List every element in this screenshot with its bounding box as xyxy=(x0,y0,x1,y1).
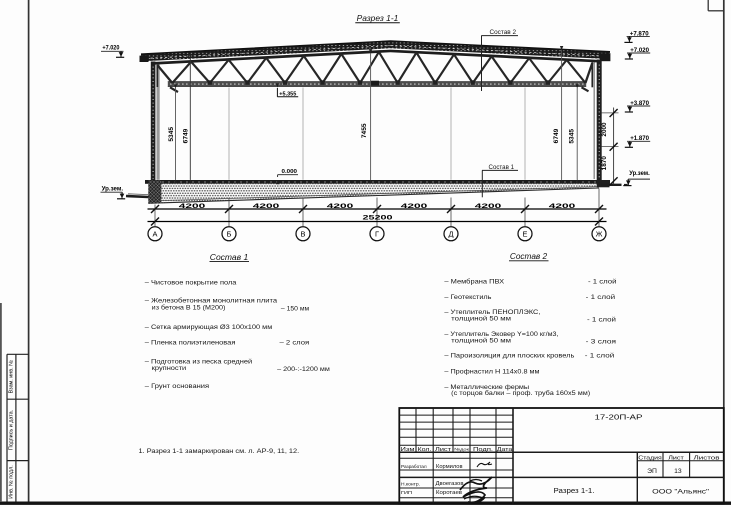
svg-text:4200: 4200 xyxy=(475,203,502,210)
svg-text:Подп.: Подп. xyxy=(473,447,493,453)
svg-text:- 1 слой: - 1 слой xyxy=(588,277,617,285)
svg-text:Инв. № подл.: Инв. № подл. xyxy=(9,465,15,499)
svg-text:– Железобетонная монолитная п: – Железобетонная монолитная плита xyxy=(145,297,278,305)
svg-text:- 1 слой: - 1 слой xyxy=(585,352,615,360)
svg-text:– 150 мм: – 150 мм xyxy=(281,306,310,313)
svg-text:1. Разрез 1-1 замаркирован см.: 1. Разрез 1-1 замаркирован см. л. АР-9, … xyxy=(139,448,300,455)
svg-text:- 1 слой: - 1 слой xyxy=(586,293,616,301)
svg-text:Двоегазов: Двоегазов xyxy=(436,481,464,487)
svg-text:– 2 слоя: – 2 слоя xyxy=(280,340,310,347)
svg-text:Состав 2: Состав 2 xyxy=(510,252,548,261)
svg-text:– Металлические фермы: – Металлические фермы xyxy=(444,384,529,391)
svg-text:В: В xyxy=(301,230,306,239)
svg-text:– Профнастил Н 114х0.8 мм: – Профнастил Н 114х0.8 мм xyxy=(444,368,540,375)
svg-text:– Мембрана ПВХ: – Мембрана ПВХ xyxy=(444,277,504,285)
svg-text:толщиной 50 мм: толщиной 50 мм xyxy=(451,336,511,344)
svg-text:Ж: Ж xyxy=(596,230,603,239)
svg-text:Состав 1: Состав 1 xyxy=(489,164,515,171)
svg-text:2000: 2000 xyxy=(601,122,608,137)
svg-text:Состав 2: Состав 2 xyxy=(490,29,517,36)
svg-text:4200: 4200 xyxy=(327,203,354,210)
svg-text:13: 13 xyxy=(674,468,682,475)
svg-text:4200: 4200 xyxy=(401,203,428,210)
svg-text:Лист: Лист xyxy=(435,447,452,453)
svg-text:Листов: Листов xyxy=(694,455,720,461)
svg-text:5345: 5345 xyxy=(168,127,175,142)
svg-text:Б: Б xyxy=(227,230,232,239)
svg-text:Состав 1: Состав 1 xyxy=(210,253,248,262)
svg-text:4200: 4200 xyxy=(253,203,280,210)
svg-text:А: А xyxy=(153,230,158,239)
svg-text:Дата: Дата xyxy=(497,447,513,453)
svg-text:– 200-:-1200 мм: – 200-:-1200 мм xyxy=(277,366,330,373)
svg-text:Коротаев: Коротаев xyxy=(436,490,462,496)
svg-text:– Грунт основания: – Грунт основания xyxy=(145,383,210,390)
svg-text:4200: 4200 xyxy=(549,203,576,210)
svg-text:4200: 4200 xyxy=(179,203,206,210)
svg-text:+7.870: +7.870 xyxy=(630,30,649,37)
svg-text:6749: 6749 xyxy=(553,128,560,143)
svg-text:25200: 25200 xyxy=(363,214,393,221)
svg-text:Е: Е xyxy=(523,230,528,239)
svg-text:+3.870: +3.870 xyxy=(630,100,649,107)
svg-text:Ур.зем.: Ур.зем. xyxy=(629,170,650,177)
svg-text:- 3 слоя: - 3 слоя xyxy=(586,339,617,346)
svg-text:крупности: крупности xyxy=(152,365,187,372)
svg-text:– Пленка полиэтиленовая: – Пленка полиэтиленовая xyxy=(145,340,236,347)
svg-text:– Геотекстиль: – Геотекстиль xyxy=(444,294,492,301)
svg-text:– Пароизоляция для плоских кро: – Пароизоляция для плоских кровель xyxy=(444,353,575,360)
svg-text:толщиной 50 мм: толщиной 50 мм xyxy=(451,315,511,323)
svg-text:Д: Д xyxy=(448,230,453,239)
svg-text:(с торцов балки – проф. труба: (с торцов балки – проф. труба 160х5 мм) xyxy=(451,389,590,397)
svg-text:из бетона В 15 (М200): из бетона В 15 (М200) xyxy=(152,304,226,312)
svg-text:Разрез 1-1.: Разрез 1-1. xyxy=(554,488,595,495)
svg-text:Стадия: Стадия xyxy=(638,455,662,461)
svg-text:0.000: 0.000 xyxy=(282,169,298,175)
svg-text:5345: 5345 xyxy=(569,129,576,144)
svg-text:– Сетка армирующая Ø3 100x100: – Сетка армирующая Ø3 100x100 мм xyxy=(145,324,273,331)
svg-text:1870: 1870 xyxy=(601,156,608,171)
svg-text:Г: Г xyxy=(375,230,379,239)
svg-text:Разрез 1-1: Разрез 1-1 xyxy=(357,13,399,23)
svg-text:– Подготовка из песка средней: – Подготовка из песка средней xyxy=(145,357,253,365)
svg-text:Кол.: Кол. xyxy=(418,447,432,453)
svg-text:Изм: Изм xyxy=(401,447,416,453)
svg-text:– Утеплитель ПЕНОПЛЭКС,: – Утеплитель ПЕНОПЛЭКС, xyxy=(444,309,540,316)
svg-text:Н.контр.: Н.контр. xyxy=(401,481,420,486)
svg-text:Подпись и дата.: Подпись и дата. xyxy=(9,410,15,450)
svg-text:+1.870: +1.870 xyxy=(630,135,649,142)
svg-text:Взам. инв. №: Взам. инв. № xyxy=(9,360,15,394)
svg-text:Кормилов: Кормилов xyxy=(436,464,463,470)
svg-text:Разработал: Разработал xyxy=(401,464,427,469)
svg-text:№док: №док xyxy=(454,447,469,452)
svg-text:– Утеплитель Эковер Y=100 кг/м: – Утеплитель Эковер Y=100 кг/м3, xyxy=(444,331,558,338)
svg-text:17-20П-АР: 17-20П-АР xyxy=(595,413,643,422)
svg-text:6749: 6749 xyxy=(183,128,190,143)
svg-text:- 1 слой: - 1 слой xyxy=(587,315,616,323)
svg-text:– Чистовое покрытие пола: – Чистовое покрытие пола xyxy=(145,279,237,286)
svg-text:Лист: Лист xyxy=(668,455,684,461)
svg-text:+7.020: +7.020 xyxy=(630,47,649,54)
svg-text:ООО "Альянс": ООО "Альянс" xyxy=(652,488,710,495)
svg-text:ЭП: ЭП xyxy=(647,468,657,475)
svg-text:Ур.зем.: Ур.зем. xyxy=(102,185,124,192)
svg-text:7455: 7455 xyxy=(361,123,368,138)
svg-text:+7.020: +7.020 xyxy=(102,45,119,52)
svg-text:ГИП: ГИП xyxy=(401,490,412,495)
svg-text:+5.355: +5.355 xyxy=(279,91,296,97)
